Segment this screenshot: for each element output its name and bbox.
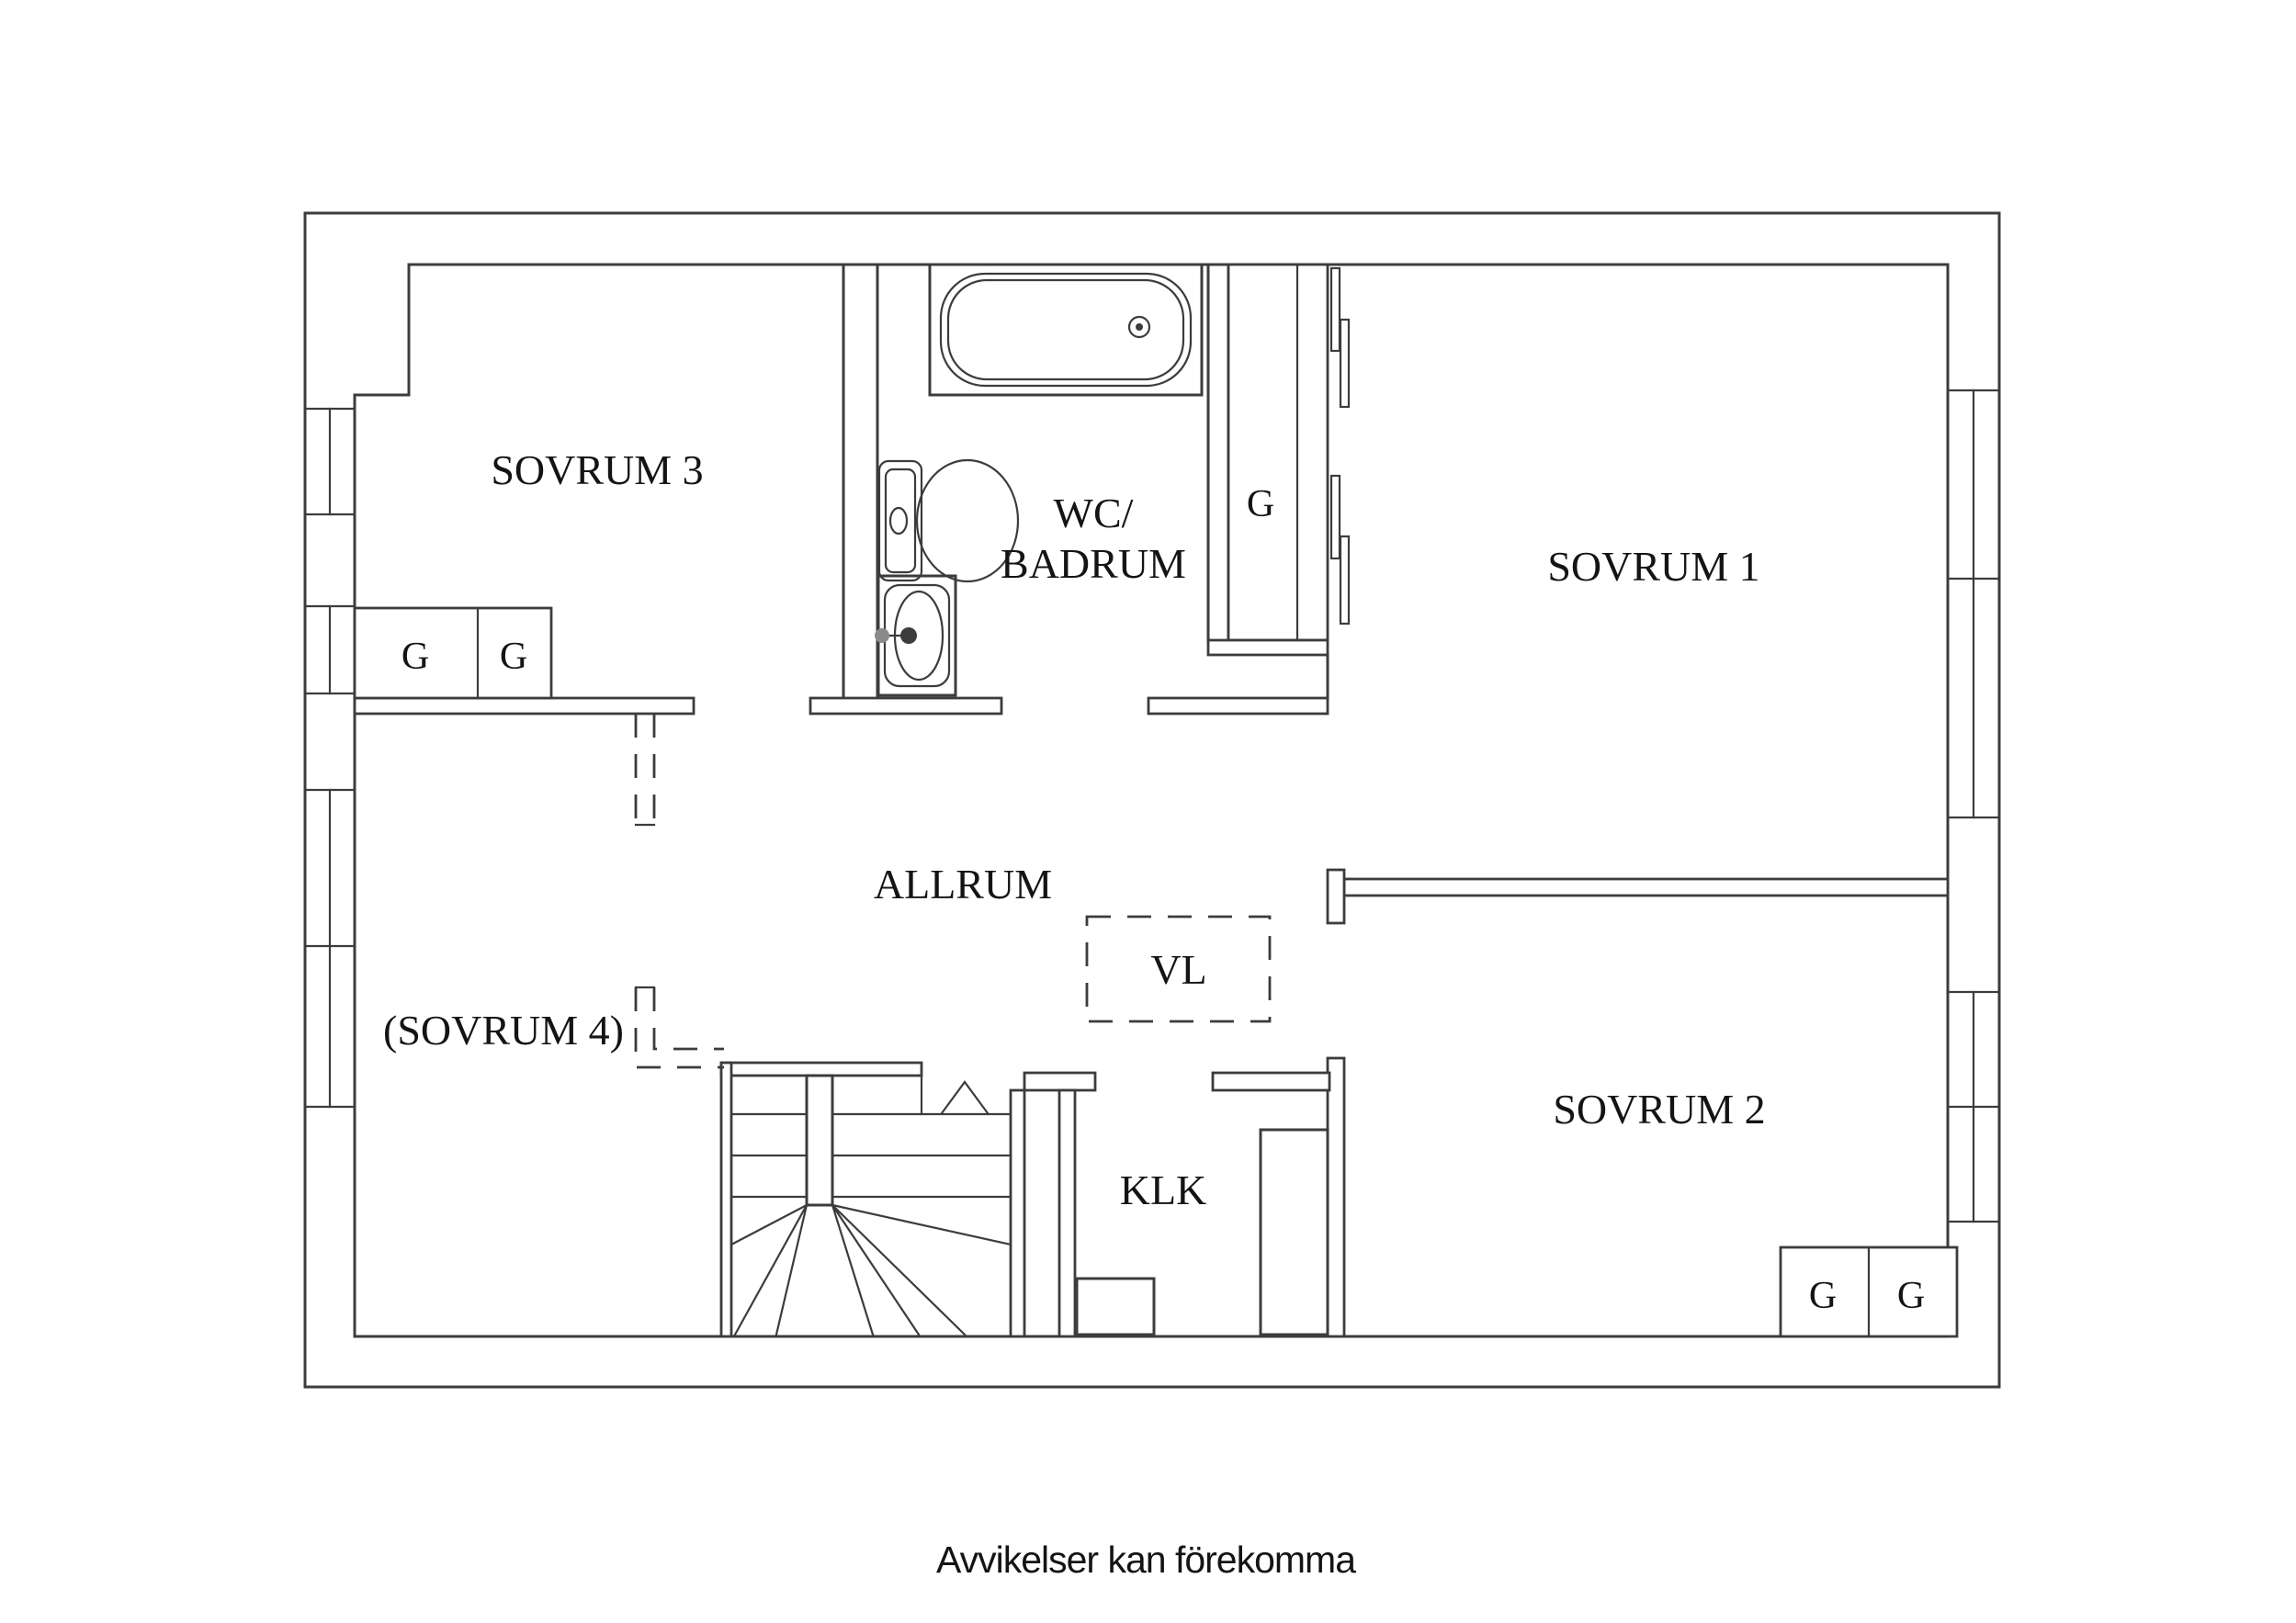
- klk-fixture-box: [1075, 1277, 1156, 1336]
- bathtub-inner-rim: [946, 278, 1185, 381]
- wall-stair-east: [1009, 1088, 1026, 1338]
- room-label-badrum: BADRUM: [1001, 540, 1186, 587]
- bathtub-drain: [1127, 315, 1151, 339]
- wall-sovrum3-south: [353, 696, 696, 716]
- wall-klk-north-west: [1023, 1071, 1097, 1092]
- closet-label-hall: G: [1247, 483, 1274, 525]
- wall-sovrum2-west: [1326, 1056, 1346, 1338]
- room-label-klk: KLK: [1120, 1167, 1207, 1213]
- stair-treads-left: [730, 1112, 809, 1199]
- toilet: [877, 458, 1020, 583]
- wall-klk-west: [1058, 1088, 1077, 1338]
- wall-sovrum1-jamb: [1326, 868, 1346, 925]
- windows-east: [1946, 389, 2001, 1223]
- sliding-door-leaf: [1339, 535, 1351, 626]
- vl-dashed-box: [1085, 915, 1272, 1023]
- wall-badrum-south-east: [1147, 696, 1329, 716]
- toilet-bowl: [915, 458, 1020, 583]
- stair-center-spine: [805, 1074, 834, 1207]
- wall-klk-north-east: [1211, 1071, 1331, 1092]
- toilet-tank-inner: [884, 468, 917, 574]
- bathtub-outer-rim: [939, 272, 1193, 388]
- stair-winder-treads: [730, 1203, 1012, 1336]
- sink-faucet: [900, 627, 917, 644]
- room-label-sovrum2: SOVRUM 2: [1553, 1086, 1765, 1133]
- bathroom-fixtures: [875, 263, 1204, 697]
- planned-wall-sovrum4-north: [634, 714, 656, 825]
- bathtub: [928, 263, 1204, 397]
- wardrobe-hall-box: [1227, 263, 1329, 642]
- sliding-door-leaf: [1339, 318, 1351, 409]
- wall-sovrum1-south: [1342, 877, 1950, 897]
- wall-sovrum3-east: [842, 263, 879, 700]
- closet-label-sovrum3-1: G: [402, 636, 429, 678]
- room-labels: SOVRUM 3 WC/ BADRUM G SOVRUM 1 ALLRUM VL…: [383, 446, 1925, 1317]
- staircase: [719, 1061, 1026, 1338]
- stair-treads-right: [831, 1112, 1012, 1199]
- wall-stair-north: [719, 1061, 923, 1077]
- closet-box-sovrum3: [353, 606, 553, 700]
- planned-wall-sovrum4-south: [634, 987, 724, 1069]
- closet-label-sovrum2-2: G: [1897, 1275, 1925, 1317]
- closet-label-sovrum2-1: G: [1809, 1275, 1837, 1317]
- toilet-tank: [877, 459, 923, 582]
- windows-west: [303, 407, 356, 1109]
- closet-label-sovrum3-2: G: [500, 636, 527, 678]
- room-label-sovrum1: SOVRUM 1: [1547, 543, 1759, 590]
- closet-boxes: [353, 606, 1959, 1338]
- toilet-flush: [888, 506, 909, 535]
- room-label-vl: VL: [1150, 946, 1206, 993]
- sink-faucet-knob: [875, 628, 889, 643]
- wall-hall-wardrobe-south: [1206, 638, 1329, 657]
- room-label-sovrum4: (SOVRUM 4): [383, 1007, 624, 1054]
- sovrum3-corner-notch: [353, 263, 411, 397]
- wall-badrum-east: [1206, 263, 1230, 642]
- bathtub-platform: [928, 263, 1204, 397]
- bathtub-drain-dot: [1136, 323, 1143, 331]
- room-label-sovrum3: SOVRUM 3: [491, 446, 703, 493]
- sliding-door-leaf: [1329, 474, 1341, 560]
- klk-shaft-box: [1259, 1128, 1329, 1336]
- stair-direction-arrow: [940, 1080, 990, 1115]
- wall-badrum-south-west: [809, 696, 1003, 716]
- room-label-allrum: ALLRUM: [874, 861, 1052, 907]
- wall-stair-west: [719, 1061, 733, 1338]
- sink: [875, 574, 957, 697]
- room-label-wc: WC/: [1054, 490, 1134, 536]
- disclaimer-text: Avvikelser kan förekomma: [936, 1538, 1356, 1581]
- sliding-door-leaf: [1329, 266, 1341, 353]
- planned-walls: [634, 714, 1272, 1069]
